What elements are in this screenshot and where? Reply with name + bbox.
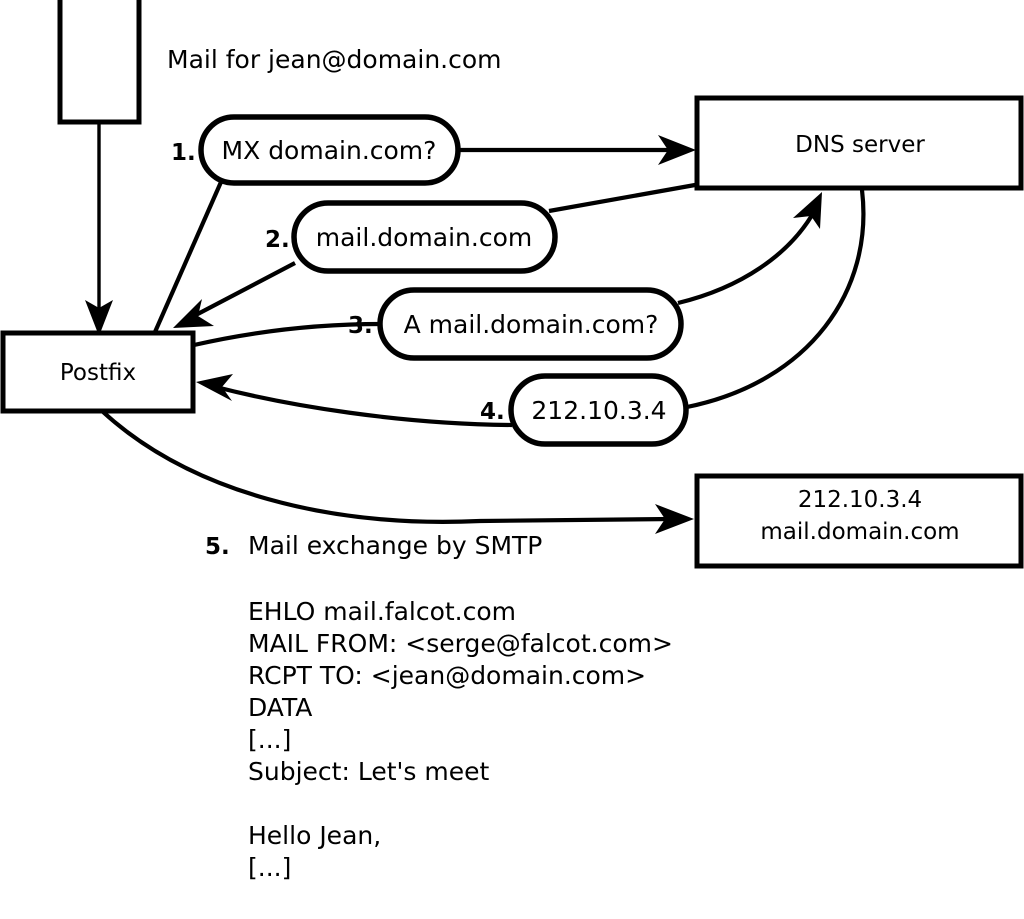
smtp-transcript-line: [...] [248, 853, 292, 882]
edge-step1-to-dns [458, 135, 696, 165]
node-sender-box[interactable] [57, 0, 142, 125]
step-5-number: 5. [205, 534, 230, 560]
step-1-number: 1. [171, 140, 196, 166]
step-2-number: 2. [265, 227, 290, 253]
edge-postfix-to-step3 [193, 321, 382, 348]
arrowhead-into-dns-step1 [658, 135, 696, 165]
step-3[interactable]: 3. A mail.domain.com? [348, 287, 684, 361]
smtp-transcript-line [248, 884, 848, 916]
edge-step2-to-postfix [173, 261, 296, 328]
edge-postfix-to-mailserver [100, 409, 694, 534]
step-2[interactable]: 2. mail.domain.com [265, 200, 558, 274]
step-3-number: 3. [348, 313, 373, 339]
node-dns-server-label: DNS server [795, 132, 925, 158]
arrowhead-into-postfix-step2 [173, 299, 214, 328]
diagram-caption: Mail for jean@domain.com [167, 45, 502, 74]
step-4[interactable]: 4. 212.10.3.4 [480, 373, 689, 447]
arrowhead-into-dns-step3 [793, 192, 822, 229]
smtp-transcript-line [248, 788, 848, 820]
node-mail-server[interactable]: 212.10.3.4 mail.domain.com [694, 473, 1024, 569]
step-4-label: 212.10.3.4 [531, 396, 666, 425]
smtp-transcript-line: MAIL FROM: <serge@falcot.com> [248, 629, 673, 658]
smtp-transcript-line: DATA [248, 693, 313, 722]
edge-step4-to-postfix [196, 374, 513, 428]
smtp-transcript-line: Subject: Let's meet [248, 757, 490, 786]
edge-postfix-to-step1 [153, 181, 223, 333]
step-3-label: A mail.domain.com? [404, 310, 659, 339]
step-5-label: Mail exchange by SMTP [248, 531, 542, 560]
smtp-transcript-line: RCPT TO: <jean@domain.com> [248, 661, 647, 690]
step-1-label: MX domain.com? [222, 136, 437, 165]
step-2-label: mail.domain.com [316, 223, 532, 252]
arrowhead-into-mailserver [655, 504, 694, 534]
edge-step3-to-dns [677, 192, 822, 306]
edge-sender-to-postfix [85, 124, 113, 336]
step-4-bubble[interactable] [508, 373, 689, 447]
node-postfix-label: Postfix [60, 360, 136, 386]
smtp-transcript-line: [...] [248, 725, 292, 754]
step-3-bubble[interactable] [377, 287, 684, 361]
step-1-bubble[interactable] [198, 114, 461, 186]
step-5[interactable]: 5. Mail exchange by SMTP [205, 531, 542, 560]
step-4-number: 4. [480, 399, 505, 425]
node-mail-server-ip: 212.10.3.4 [798, 487, 922, 513]
node-dns-server[interactable]: DNS server [694, 95, 1024, 191]
node-mail-server-host: mail.domain.com [760, 519, 959, 545]
arrowhead-into-postfix-top [85, 300, 113, 336]
edge-dns-to-step2 [548, 182, 696, 214]
arrowhead-into-postfix-step4 [196, 374, 233, 401]
step-2-bubble[interactable] [291, 200, 558, 274]
smtp-transcript-line: EHLO mail.falcot.com [248, 597, 517, 626]
edge-dns-to-step4 [686, 189, 866, 410]
step-1[interactable]: 1. MX domain.com? [171, 114, 461, 186]
smtp-transcript-line: . [248, 916, 848, 919]
smtp-transcript-line: Hello Jean, [248, 821, 382, 850]
node-postfix[interactable]: Postfix [0, 330, 196, 414]
